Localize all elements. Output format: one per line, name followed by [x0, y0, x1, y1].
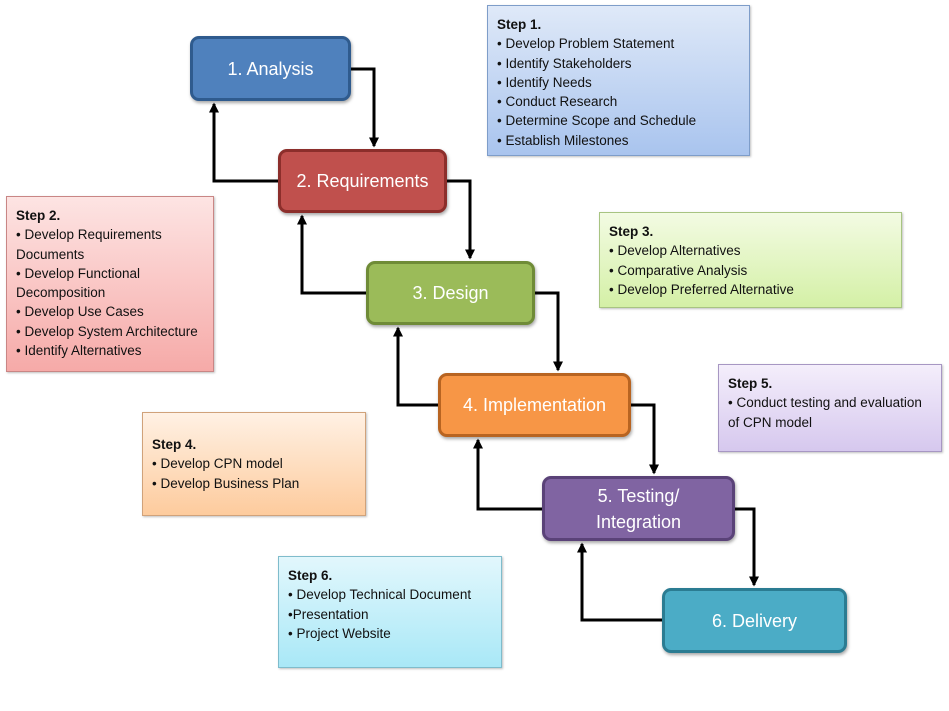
note-item: • Develop Use Cases — [16, 304, 144, 320]
note-item: • Identify Stakeholders — [497, 55, 632, 71]
phase-box-testing-integration: 5. Testing/ Integration — [542, 476, 735, 541]
note-item: • Develop Requirements Documents — [16, 227, 162, 262]
phase-label: 2. Requirements — [296, 171, 429, 191]
arrow-testing-back-to-implementation — [473, 438, 542, 511]
note-item: • Comparative Analysis — [609, 262, 748, 278]
phase-box-requirements: 2. Requirements — [278, 149, 447, 213]
note-title: Step 5. — [728, 376, 773, 391]
arrow-testing-to-delivery — [735, 507, 759, 587]
note-item: • Develop Alternatives — [609, 243, 741, 259]
note-item: • Conduct Research — [497, 94, 618, 110]
note-item: • Identify Needs — [497, 74, 592, 90]
note-item: • Project Website — [288, 625, 391, 641]
arrow-design-to-implementation — [535, 291, 563, 372]
note-item: • Develop Problem Statement — [497, 36, 675, 52]
note-item: • Determine Scope and Schedule — [497, 113, 697, 129]
arrow-implementation-back-to-design — [393, 326, 438, 407]
note-title: Step 3. — [609, 224, 654, 239]
phase-box-design: 3. Design — [366, 261, 535, 325]
phase-label: 3. Design — [412, 283, 489, 303]
arrow-analysis-to-requirements — [351, 67, 379, 148]
arrow-requirements-to-design — [447, 179, 475, 260]
arrow-delivery-back-to-testing — [577, 542, 662, 622]
note-item: • Develop Business Plan — [152, 475, 300, 491]
phase-box-analysis: 1. Analysis — [190, 36, 351, 101]
note-item: • Develop CPN model — [152, 456, 283, 472]
phase-box-delivery: 6. Delivery — [662, 588, 847, 653]
note-title: Step 2. — [16, 208, 61, 223]
note-item: • Identify Alternatives — [16, 343, 142, 359]
note-item: • Develop Preferred Alternative — [609, 281, 794, 297]
note-item: •Presentation — [288, 606, 369, 622]
step-5-note: Step 5. • Conduct testing and evaluation… — [718, 364, 942, 452]
note-item: • Conduct testing and evaluation of CPN … — [728, 395, 922, 430]
phase-label: 4. Implementation — [462, 395, 607, 415]
arrow-design-back-to-requirements — [297, 214, 366, 295]
note-item: • Develop Functional Decomposition — [16, 265, 141, 301]
arrow-requirements-back-to-analysis — [209, 102, 278, 183]
note-title: Step 4. — [152, 437, 197, 452]
phase-label: 6. Delivery — [711, 610, 798, 631]
step-3-note: Step 3. • Develop Alternatives • Compara… — [599, 212, 902, 308]
note-item: • Develop System Architecture — [16, 323, 198, 339]
step-6-note: Step 6. • Develop Technical Document •Pr… — [278, 556, 502, 668]
phase-label: 5. Testing/ Integration — [595, 485, 682, 532]
step-2-note: Step 2. • Develop Requirements Documents… — [6, 196, 214, 372]
note-item: • Establish Milestones — [497, 132, 629, 148]
phase-label: 1. Analysis — [227, 58, 314, 79]
step-1-note: Step 1. • Develop Problem Statement • Id… — [487, 5, 750, 156]
phase-box-implementation: 4. Implementation — [438, 373, 631, 437]
step-4-note: Step 4. • Develop CPN model • Develop Bu… — [142, 412, 366, 516]
arrow-implementation-to-testing — [631, 403, 659, 475]
note-title: Step 1. — [497, 17, 542, 32]
note-title: Step 6. — [288, 568, 333, 583]
note-item: • Develop Technical Document — [288, 587, 472, 603]
